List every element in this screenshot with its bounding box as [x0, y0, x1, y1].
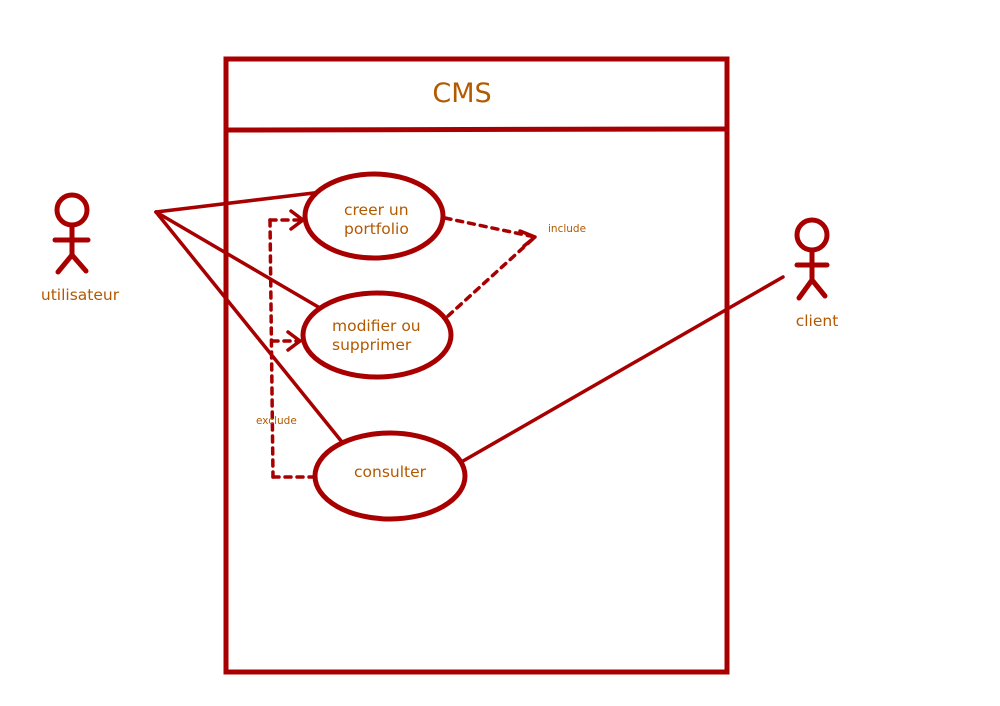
use-case-label-line2: supprimer: [332, 336, 412, 354]
system-title-divider: [225, 126, 728, 133]
use-case-ellipse: [312, 430, 468, 522]
system-boundary: CMS: [223, 56, 730, 675]
exclude-connector-vertical: [268, 218, 275, 479]
use-case-label-line1: modifier ou: [332, 317, 421, 335]
association-client-consulter: [461, 275, 785, 463]
association-utilisateur-modifier: [154, 210, 322, 310]
use-case-label-line2: portfolio: [344, 220, 409, 238]
actor-utilisateur-label: utilisateur: [41, 286, 120, 304]
use-case-label-line1: creer un: [344, 201, 409, 219]
dependencies: [268, 216, 537, 479]
associations: [154, 190, 785, 463]
use-case-ellipse: [300, 290, 454, 380]
exclude-label: exclude: [256, 415, 297, 427]
arrowhead-include: [518, 229, 537, 248]
stick-figure-icon: [794, 217, 830, 301]
use-case-ellipse: [302, 171, 446, 261]
use-case-label: consulter: [354, 463, 427, 481]
use-case-consulter[interactable]: consulter: [312, 430, 468, 522]
include-connector-creer: [443, 216, 537, 239]
association-utilisateur-consulter: [154, 210, 344, 444]
actor-client-label: client: [796, 312, 839, 330]
use-case-modifier-supprimer[interactable]: modifier ou supprimer: [300, 290, 454, 380]
include-connector-modifier: [446, 235, 537, 318]
use-case-creer-portfolio[interactable]: creer un portfolio: [302, 171, 446, 261]
actor-utilisateur[interactable]: utilisateur: [41, 192, 120, 304]
association-utilisateur-creer: [154, 190, 324, 214]
system-title: CMS: [432, 78, 491, 109]
arrowhead-exclude-modifier: [286, 330, 302, 352]
stick-figure-icon: [52, 192, 91, 275]
include-label: include: [548, 223, 586, 235]
actor-client[interactable]: client: [794, 217, 839, 330]
system-boundary-frame: [223, 56, 730, 675]
